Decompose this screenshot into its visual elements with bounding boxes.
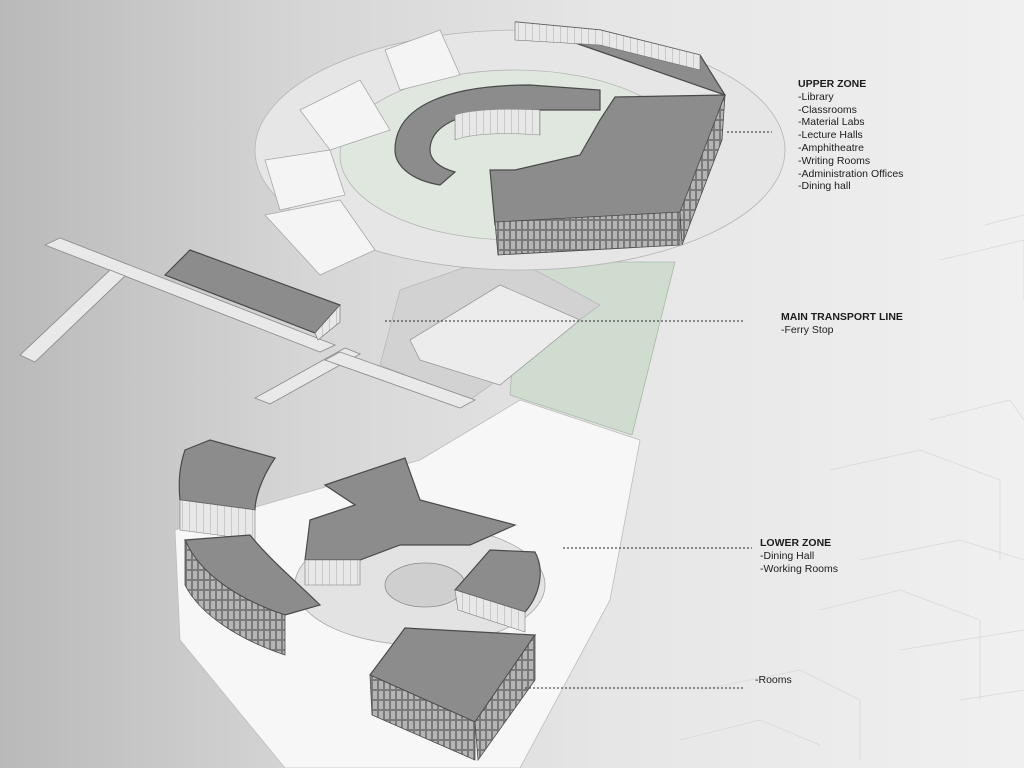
upper-ring-facade bbox=[454, 108, 541, 141]
transport-line-item: -Ferry Stop bbox=[781, 323, 834, 336]
upper-main-block-facade bbox=[494, 211, 681, 256]
rooms-block-facade bbox=[369, 674, 476, 761]
upper-zone-title: UPPER ZONE bbox=[798, 78, 867, 90]
lower-star-building bbox=[304, 457, 517, 561]
lower-zone-label: LOWER ZONE -Dining Hall -Working Rooms bbox=[760, 537, 838, 575]
context-city-lines bbox=[679, 214, 1024, 760]
rooms-item: -Rooms bbox=[755, 674, 792, 686]
plaza-square bbox=[409, 284, 581, 386]
upper-zone-item: -Lecture Halls bbox=[798, 129, 863, 142]
lower-zone-item: -Working Rooms bbox=[760, 562, 838, 575]
upper-main-side bbox=[679, 94, 726, 246]
upper-zone-label: UPPER ZONE -Library -Classrooms -Materia… bbox=[798, 78, 903, 193]
rooms-label: -Rooms bbox=[755, 674, 792, 687]
transport-line-title: MAIN TRANSPORT LINE bbox=[781, 311, 903, 323]
lower-star-facade bbox=[304, 559, 361, 586]
upper-zone-item: -Material Labs bbox=[798, 116, 865, 129]
upper-zone-item: -Amphitheatre bbox=[798, 141, 864, 154]
leader-lines bbox=[385, 131, 772, 689]
lower-right-facade bbox=[454, 589, 526, 633]
upper-zone-item: -Administration Offices bbox=[798, 167, 904, 180]
upper-zone-item: -Dining hall bbox=[798, 180, 851, 193]
lower-zone-title: LOWER ZONE bbox=[760, 537, 832, 549]
lower-left-facade bbox=[179, 499, 256, 541]
ferry-terminal-facade bbox=[314, 304, 341, 341]
lower-amphitheatre bbox=[384, 562, 466, 608]
lower-long-facade bbox=[184, 539, 286, 656]
upper-ring-building bbox=[394, 84, 601, 186]
ferry-piers bbox=[19, 237, 477, 409]
lower-zone-item: -Dining Hall bbox=[760, 549, 815, 562]
upper-arc-facade bbox=[514, 21, 701, 71]
upper-terraces bbox=[264, 29, 461, 276]
lower-left-curved-block bbox=[178, 439, 276, 511]
transport-line-label: MAIN TRANSPORT LINE -Ferry Stop bbox=[781, 311, 903, 337]
upper-zone-item: -Writing Rooms bbox=[798, 154, 871, 167]
upper-zone-item: -Library bbox=[798, 90, 834, 103]
upper-zone-item: -Classrooms bbox=[798, 103, 857, 116]
rooms-block-side bbox=[474, 633, 536, 762]
